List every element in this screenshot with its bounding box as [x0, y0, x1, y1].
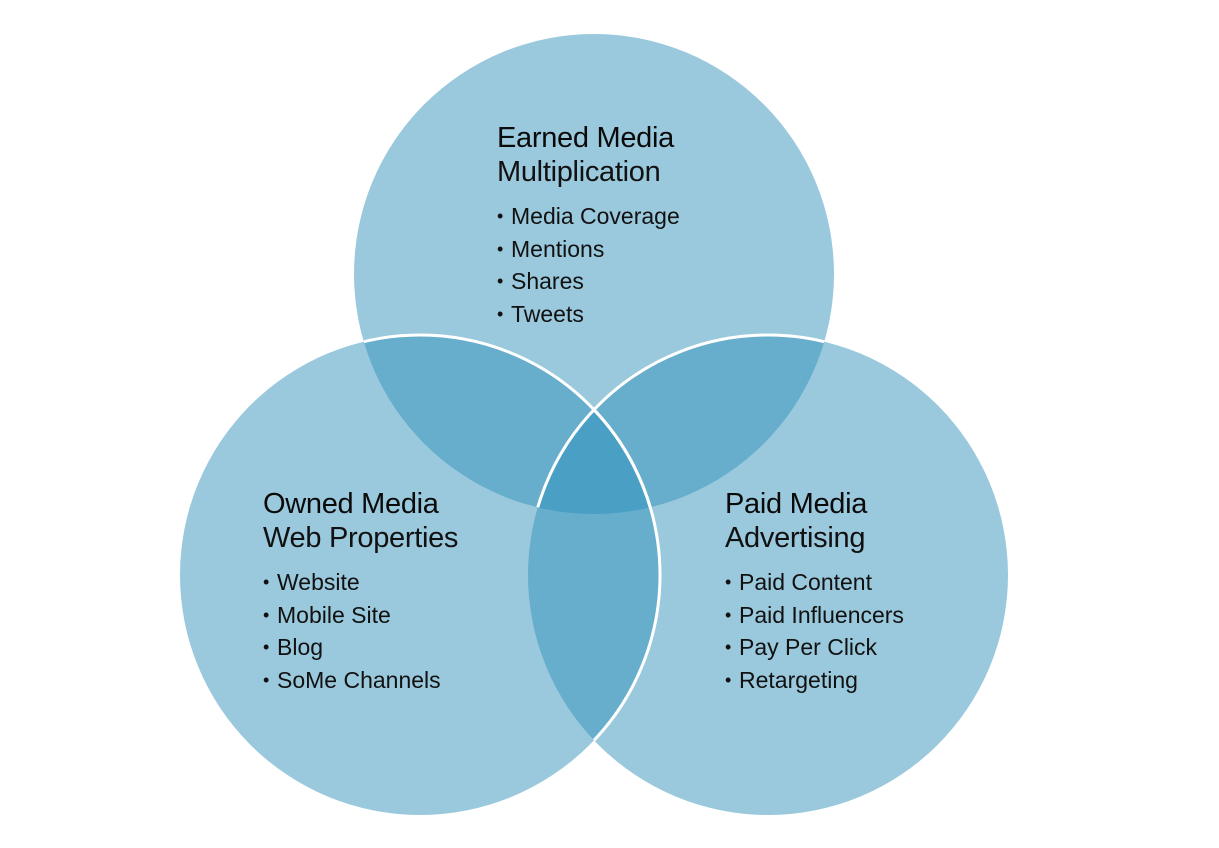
outline-owned-top — [354, 333, 662, 514]
paid-media-title: Paid Media — [725, 488, 868, 520]
list-item: •Mobile Site — [263, 599, 458, 632]
list-item: •Pay Per Click — [725, 631, 904, 664]
earned-media-label: Earned Media Multiplication •Media Cover… — [497, 124, 680, 330]
list-item: •Paid Content — [725, 566, 904, 599]
bullet-icon: • — [497, 271, 504, 291]
list-item: •Website — [263, 566, 458, 599]
earned-media-subtitle: Multiplication — [497, 156, 661, 188]
earned-media-title: Earned Media — [497, 122, 674, 154]
bullet-icon: • — [497, 206, 504, 226]
list-item: •Paid Influencers — [725, 599, 904, 632]
outline-paid — [526, 333, 834, 514]
earned-media-items: •Media Coverage •Mentions •Shares •Tweet… — [497, 200, 680, 330]
overlap-earned-paid — [528, 335, 834, 514]
list-item: •SoMe Channels — [263, 664, 458, 697]
bullet-icon: • — [497, 303, 504, 324]
bullet-icon: • — [725, 637, 732, 657]
paid-media-label: Paid Media Advertising •Paid Content •Pa… — [725, 490, 904, 696]
bullet-icon: • — [263, 604, 270, 625]
bullet-icon: • — [725, 604, 732, 625]
bullet-icon: • — [263, 637, 270, 657]
list-item: •Tweets — [497, 298, 680, 331]
bullet-icon: • — [725, 669, 732, 690]
paid-media-items: •Paid Content •Paid Influencers •Pay Per… — [725, 566, 904, 696]
owned-media-items: •Website •Mobile Site •Blog •SoMe Channe… — [263, 566, 458, 696]
list-item: •Media Coverage — [497, 200, 680, 233]
list-item: •Blog — [263, 631, 458, 664]
list-item: •Mentions — [497, 233, 680, 266]
list-item: •Shares — [497, 265, 680, 298]
outline-owned-right — [528, 335, 662, 815]
bullet-icon: • — [263, 669, 270, 690]
owned-media-label: Owned Media Web Properties •Website •Mob… — [263, 490, 458, 696]
owned-media-title: Owned Media — [263, 488, 439, 520]
list-item: •Retargeting — [725, 664, 904, 697]
bullet-icon: • — [725, 572, 732, 592]
paid-media-subtitle: Advertising — [725, 522, 866, 554]
bullet-icon: • — [497, 238, 504, 259]
owned-media-subtitle: Web Properties — [263, 522, 459, 554]
bullet-icon: • — [263, 572, 270, 592]
overlap-earned-owned — [354, 335, 660, 514]
